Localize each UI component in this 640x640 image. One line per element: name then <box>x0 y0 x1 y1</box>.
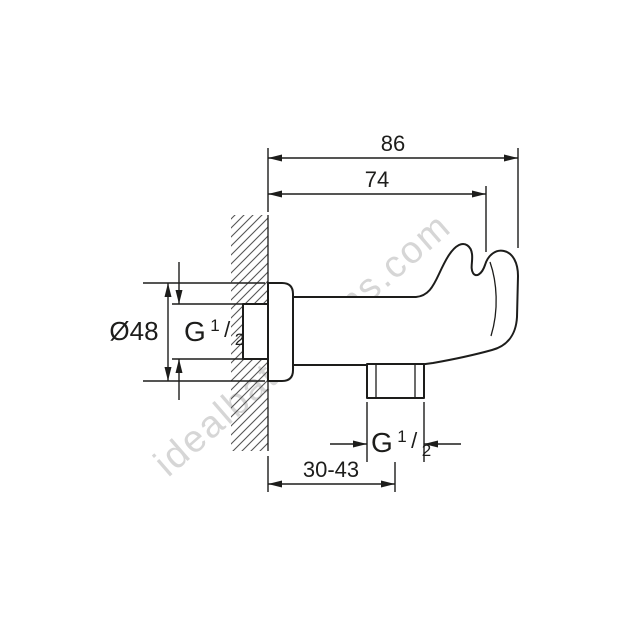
thread-prefix: G <box>371 427 393 458</box>
label-width-74: 74 <box>365 167 389 192</box>
thread-numerator: 1 <box>210 316 219 335</box>
drawing-ink <box>143 148 519 492</box>
label-thread-bottom: G 1 / 2 <box>371 427 431 460</box>
dim-thread-left <box>172 262 243 400</box>
thread-slash: / <box>224 317 231 342</box>
thread-denominator: 2 <box>235 330 244 349</box>
thread-slash: / <box>411 428 418 453</box>
dim-width-74 <box>268 186 487 252</box>
label-diameter-48: Ø48 <box>109 316 158 346</box>
thread-numerator: 1 <box>397 427 406 446</box>
dimension-labels: 86 74 Ø48 G 1 / 2 G 1 / 2 30-43 <box>109 131 431 482</box>
dim-depth-30-43 <box>267 456 396 492</box>
dim-diameter-48 <box>143 282 265 382</box>
thread-denominator: 2 <box>422 441 431 460</box>
label-depth-range: 30-43 <box>303 457 359 482</box>
wall-union-thread <box>242 303 269 360</box>
holder-groove-line <box>489 261 497 337</box>
dim-thread-bottom <box>330 402 461 462</box>
dim-width-86 <box>267 148 519 248</box>
product-outline <box>242 243 519 399</box>
dimensions <box>143 148 519 492</box>
holder-body <box>292 243 519 366</box>
mounting-flange <box>267 282 294 382</box>
thread-prefix: G <box>184 316 206 347</box>
label-thread-left: G 1 / 2 <box>184 316 244 349</box>
label-width-86: 86 <box>381 131 405 156</box>
